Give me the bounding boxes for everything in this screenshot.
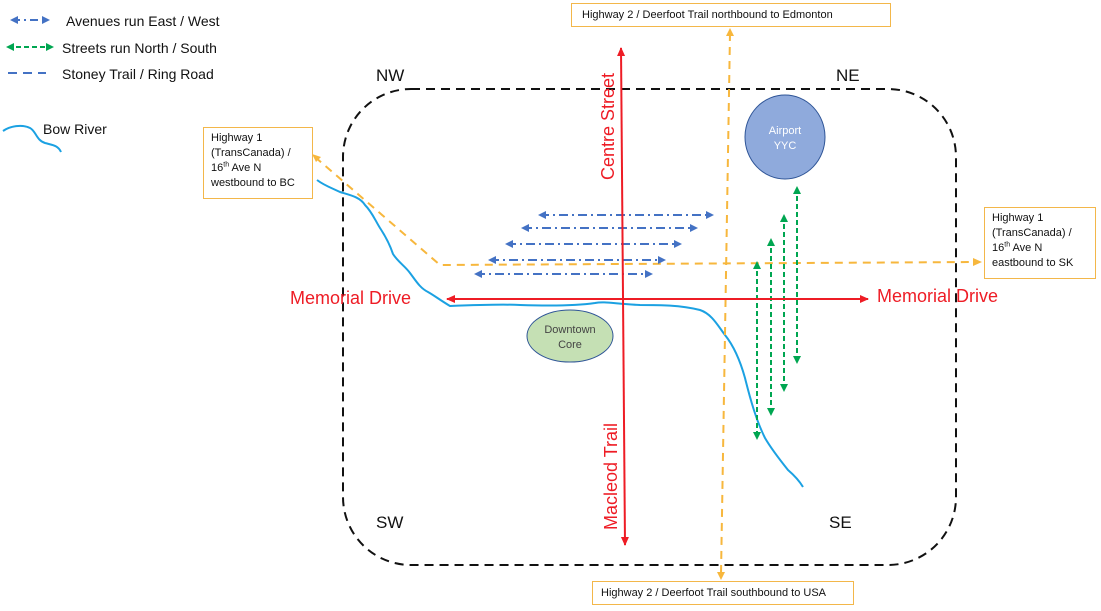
legend-bow-river: Bow River	[2, 121, 107, 153]
callout-ordinal-suffix: th	[223, 161, 230, 169]
quadrant-ne: NE	[836, 66, 860, 85]
legend-avenues: Avenues run East / West	[10, 13, 220, 29]
streets-group	[753, 186, 801, 440]
downtown-label-line2: Core	[558, 339, 582, 351]
centre-street-label: Centre Street	[598, 73, 618, 180]
highway-2-line	[720, 32, 731, 575]
quadrant-se: SE	[829, 513, 852, 532]
legend-label: Avenues run East / West	[66, 13, 220, 29]
callout-line: (TransCanada) /	[992, 227, 1072, 239]
downtown-label-line1: Downtown	[544, 324, 595, 336]
avenues-group	[474, 211, 714, 278]
legend: Avenues run East / West Streets run Nort…	[2, 13, 220, 153]
callout-line: 16th Ave N	[211, 161, 305, 176]
callout-line: eastbound to SK	[992, 257, 1074, 269]
centre-street-macleod-line	[617, 47, 629, 546]
airport-label-line2: YYC	[774, 140, 797, 152]
callout-line: (TransCanada) /	[211, 147, 291, 159]
airport-circle	[744, 94, 826, 180]
legend-label: Bow River	[43, 121, 107, 137]
callout-text: Ave N	[229, 162, 262, 174]
highway-2-north-arrow-icon	[726, 28, 734, 36]
callout-ordinal: 16	[211, 162, 224, 174]
highway-1-east-arrow-icon	[973, 258, 982, 266]
quadrant-nw: NW	[376, 66, 404, 85]
callout-ordinal: 16	[992, 242, 1005, 254]
river-line-icon	[2, 124, 62, 153]
airport-yyc: Airport YYC	[744, 94, 826, 180]
callout-line: Highway 1	[992, 212, 1044, 224]
callout-text: Highway 2 / Deerfoot Trail southbound to…	[601, 587, 827, 599]
callout-text: Ave N	[1010, 242, 1043, 254]
macleod-trail-label: Macleod Trail	[601, 423, 621, 530]
callout-highway-2-north: Highway 2 / Deerfoot Trail northbound to…	[571, 3, 891, 27]
downtown-ellipse	[526, 309, 614, 363]
highway-1-line	[314, 156, 979, 267]
memorial-drive-east-label: Memorial Drive	[877, 286, 998, 306]
airport-label-line1: Airport	[769, 125, 801, 137]
downtown-core: Downtown Core	[526, 309, 614, 363]
callout-ordinal-suffix: th	[1004, 241, 1011, 249]
callout-highway-1-east: Highway 1 (TransCanada) / 16th Ave N eas…	[984, 207, 1096, 279]
legend-label: Streets run North / South	[62, 40, 217, 56]
callout-line: westbound to BC	[211, 177, 295, 189]
bow-river	[316, 179, 804, 488]
legend-streets: Streets run North / South	[6, 40, 217, 56]
callout-line: Highway 1	[211, 132, 263, 144]
callout-line: 16th Ave N	[992, 241, 1088, 256]
highway-2-south-arrow-icon	[717, 572, 725, 580]
highway-1-west-arrow-icon	[312, 154, 321, 162]
legend-label: Stoney Trail / Ring Road	[62, 66, 214, 82]
memorial-drive-west-label: Memorial Drive	[290, 288, 411, 308]
callout-text: Highway 2 / Deerfoot Trail northbound to…	[582, 9, 833, 21]
legend-ring-road: Stoney Trail / Ring Road	[8, 66, 214, 82]
stoney-trail-ring-road	[342, 88, 957, 566]
callout-highway-1-west: Highway 1 (TransCanada) / 16th Ave N wes…	[203, 127, 313, 199]
quadrant-sw: SW	[376, 513, 403, 532]
callout-highway-2-south: Highway 2 / Deerfoot Trail southbound to…	[592, 581, 854, 605]
